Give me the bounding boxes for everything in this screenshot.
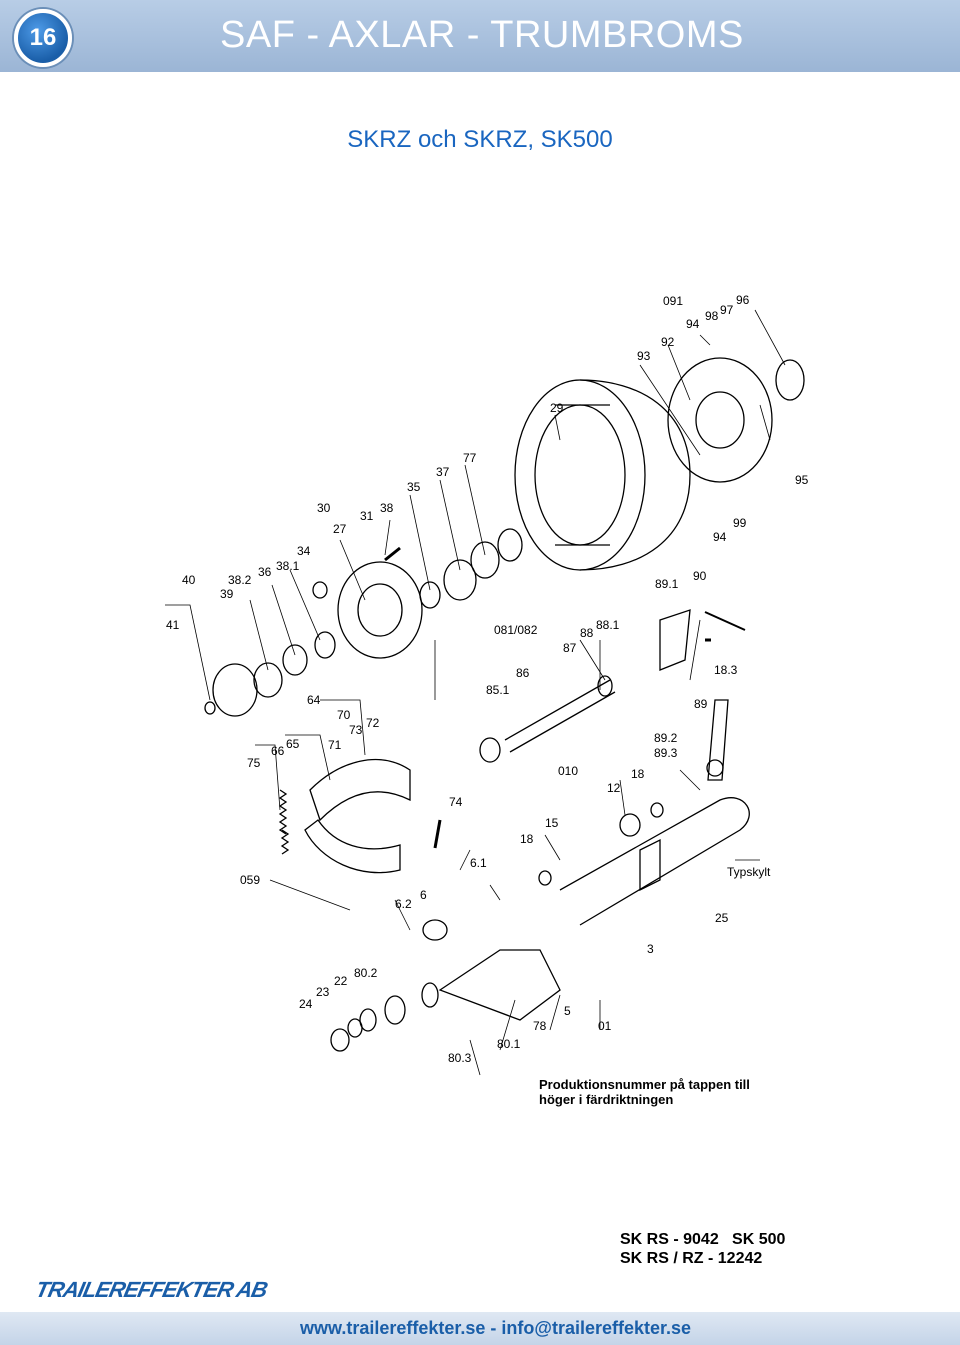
part-label: 80.2 xyxy=(354,966,378,980)
part-label: 88.1 xyxy=(596,618,620,632)
part-label: 29 xyxy=(550,401,564,415)
part-label: 35 xyxy=(407,480,421,494)
model-code-line-2: SK RS / RZ - 12242 xyxy=(620,1250,763,1267)
part-label: 87 xyxy=(563,641,577,655)
page-number-badge: 16 xyxy=(14,9,72,67)
exploded-parts-diagram xyxy=(165,309,805,1076)
part-label: 94 xyxy=(686,317,700,331)
part-label: 89 xyxy=(694,697,708,711)
part-label: 091 xyxy=(663,294,684,308)
part-label: 12 xyxy=(607,781,621,795)
part-label: 30 xyxy=(317,501,331,515)
part-label: 90 xyxy=(693,569,707,583)
part-label: 70 xyxy=(337,708,351,722)
part-label: 18 xyxy=(520,832,534,846)
part-label: 38.2 xyxy=(228,573,252,587)
part-label: 73 xyxy=(349,723,363,737)
part-label: 23 xyxy=(316,985,330,999)
camshaft xyxy=(504,679,616,753)
footer-contact-link[interactable]: www.trailereffekter.se - info@trailereff… xyxy=(300,1318,692,1338)
part-label: 059 xyxy=(240,873,261,887)
part-label: 38 xyxy=(380,501,394,515)
part-label: 6.1 xyxy=(470,856,487,870)
hub-cap xyxy=(212,663,258,717)
part-label: 6.2 xyxy=(395,897,412,911)
part-label: 96 xyxy=(736,293,750,307)
part-label: 31 xyxy=(360,509,374,523)
part-label: 89.3 xyxy=(654,746,678,760)
part-label: 25 xyxy=(715,911,729,925)
part-label: 89.1 xyxy=(655,577,679,591)
part-label: 80.1 xyxy=(497,1037,521,1051)
part-label: 72 xyxy=(366,716,380,730)
part-label: 88 xyxy=(580,626,594,640)
part-label: 80.3 xyxy=(448,1051,472,1065)
part-label: 18.3 xyxy=(714,663,738,677)
part-label: 41 xyxy=(166,618,180,632)
model-code-line-1: SK RS - 9042 SK 500 xyxy=(620,1231,786,1248)
part-label: 010 xyxy=(558,764,579,778)
part-label: 74 xyxy=(449,795,463,809)
wheel-hub xyxy=(337,561,423,659)
part-label: 93 xyxy=(637,349,651,363)
note-line-2: höger i färdriktningen xyxy=(539,1092,674,1107)
part-label: 27 xyxy=(333,522,347,536)
part-label: 85.1 xyxy=(486,683,510,697)
model-codes: SK RS - 9042 SK 500 SK RS / RZ - 12242 xyxy=(620,1230,785,1268)
part-label: 97 xyxy=(720,303,734,317)
part-label: 78 xyxy=(533,1019,547,1033)
brake-shoe-upper xyxy=(309,758,411,822)
part-label: 75 xyxy=(247,756,261,770)
part-label: 3 xyxy=(647,942,654,956)
part-label: 18 xyxy=(631,767,645,781)
section-subtitle: SKRZ och SKRZ, SK500 xyxy=(347,126,613,153)
part-label: 95 xyxy=(795,473,809,487)
dust-shield xyxy=(667,357,773,483)
part-label: 94 xyxy=(713,530,727,544)
part-label: 66 xyxy=(271,744,285,758)
part-label: 89.2 xyxy=(654,731,678,745)
axle-beam xyxy=(559,797,750,926)
part-label: 22 xyxy=(334,974,348,988)
part-label: 77 xyxy=(463,451,477,465)
part-label: 34 xyxy=(297,544,311,558)
page-title: SAF - AXLAR - TRUMBROMS xyxy=(220,14,744,56)
footer-bar: www.trailereffekter.se - info@trailereff… xyxy=(0,1312,960,1345)
slack-adjuster xyxy=(707,699,729,781)
part-label: 01 xyxy=(598,1019,612,1033)
note-line-1: Produktionsnummer på tappen till xyxy=(539,1077,750,1092)
production-number-note: Produktionsnummer på tappen till höger i… xyxy=(539,1077,779,1107)
header-bar: 16 SAF - AXLAR - TRUMBROMS xyxy=(0,0,960,72)
part-label: 86 xyxy=(516,666,530,680)
part-label: 6 xyxy=(420,888,427,902)
part-label: Typskylt xyxy=(727,865,771,879)
part-label: 081/082 xyxy=(494,623,538,637)
part-label: 98 xyxy=(705,309,719,323)
part-label: 64 xyxy=(307,693,321,707)
company-logo: TRAILEREFFEKTER AB xyxy=(33,1277,270,1302)
part-label: 92 xyxy=(661,335,675,349)
part-label: 99 xyxy=(733,516,747,530)
part-label: 38.1 xyxy=(276,559,300,573)
part-label: 15 xyxy=(545,816,559,830)
part-label: 39 xyxy=(220,587,234,601)
part-label: 36 xyxy=(258,565,272,579)
part-label: 65 xyxy=(286,737,300,751)
axle-spindle xyxy=(438,949,561,1021)
part-label: 71 xyxy=(328,738,342,752)
part-label: 40 xyxy=(182,573,196,587)
part-label: 37 xyxy=(436,465,450,479)
part-label: 5 xyxy=(564,1004,571,1018)
brake-shoe-lower xyxy=(304,819,401,874)
part-label: 24 xyxy=(299,997,313,1011)
